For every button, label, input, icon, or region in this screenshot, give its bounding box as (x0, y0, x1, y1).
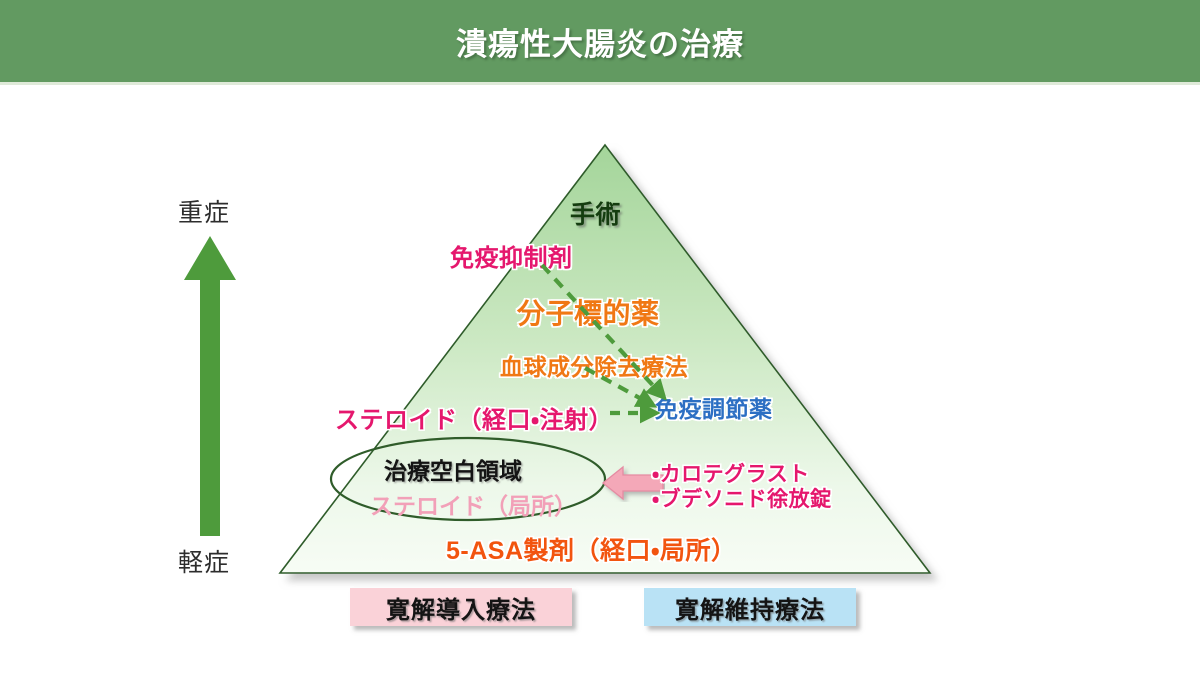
tier-label-immunosuppressant: 免疫抑制剤 (450, 245, 573, 272)
new-drug-pointer-arrow-icon (601, 465, 664, 501)
tier-label-steroid-systemic: ステロイド（経口・注射） (335, 407, 614, 434)
header-underline (0, 82, 1200, 85)
treatment-gap-steroid-local: ステロイド（局所） (370, 493, 577, 519)
axis-label-mild: 軽症 (178, 549, 231, 577)
header-bar: 潰瘍性大腸炎の治療 (0, 0, 1200, 82)
tier-label-molecular-targeted-drug: 分子標的薬 (517, 298, 660, 329)
axis-label-severe: 重症 (178, 199, 231, 227)
tier-label-immunomodulator: 免疫調節薬 (655, 396, 773, 422)
severity-arrow-icon (184, 236, 236, 536)
tier-label-5asa: 5-ASA製剤（経口・局所） (446, 537, 737, 565)
phase-box-remission-induction: 寛解導入療法 (350, 588, 572, 626)
new-drug-item-budesonide: ・ブデソニド徐放錠 (652, 488, 832, 511)
phase-box-remission-maintenance: 寛解維持療法 (644, 588, 856, 626)
tier-label-surgery: 手術 (570, 201, 622, 229)
treatment-gap-ellipse (329, 436, 607, 522)
tier-label-cytapheresis: 血球成分除去療法 (500, 354, 688, 380)
page-title: 潰瘍性大腸炎の治療 (456, 26, 744, 62)
new-drug-item-carotegrast: ・カロテグラスト (652, 463, 810, 486)
treatment-gap-title: 治療空白領域 (384, 458, 522, 484)
